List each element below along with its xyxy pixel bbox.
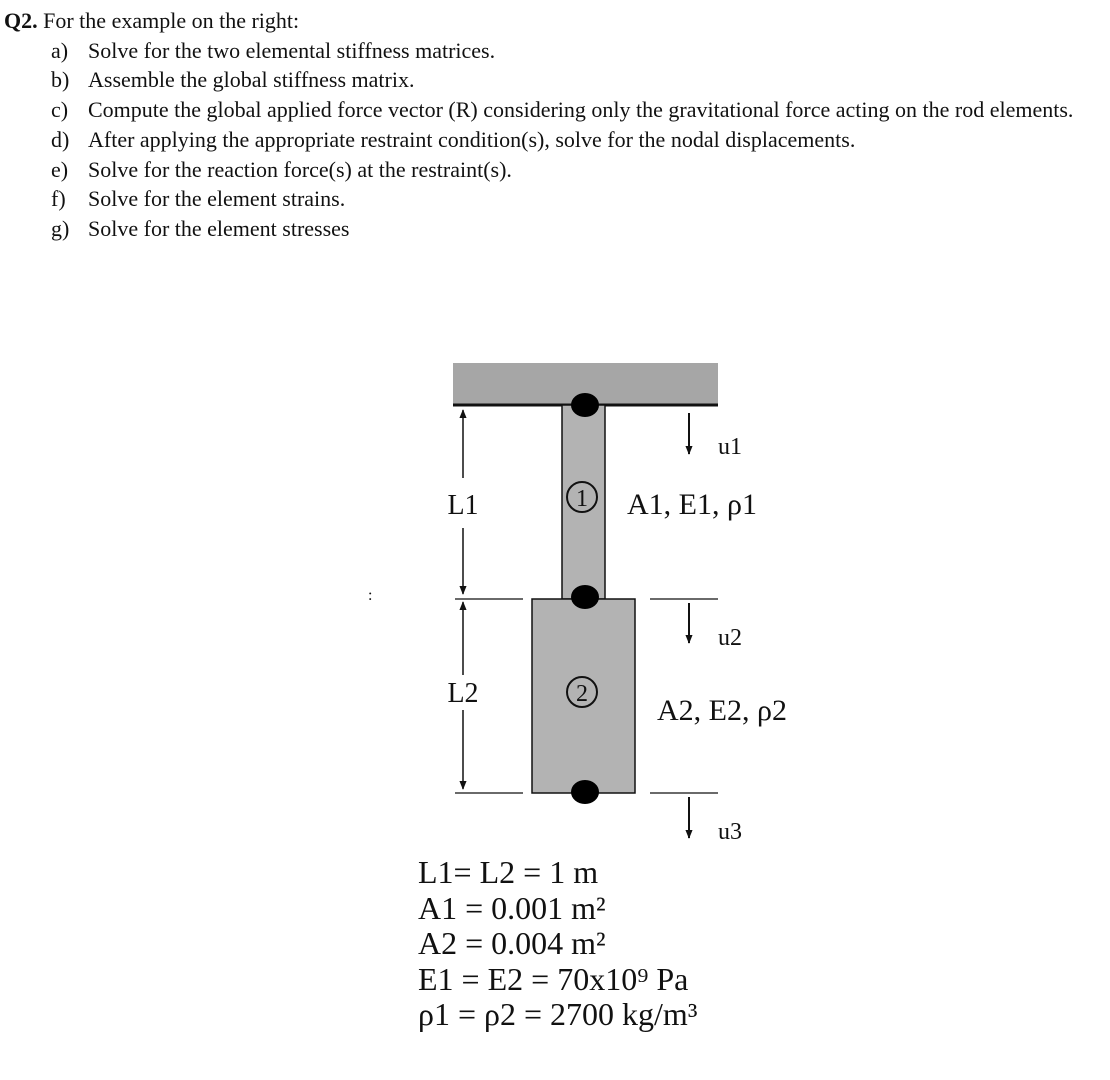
- element-1-circle: [566, 481, 598, 513]
- item-text: Solve for the element strains.: [88, 186, 346, 212]
- item-letter: c): [51, 97, 69, 123]
- element-2-number: 2: [576, 681, 588, 707]
- displacement-label-u2: u2: [718, 625, 742, 651]
- question-item-e: e) Solve for the reaction force(s) at th…: [4, 155, 1108, 185]
- item-letter: b): [51, 67, 70, 93]
- item-letter: d): [51, 126, 70, 152]
- dimension-label-l2: L2: [447, 678, 478, 709]
- node-3: [571, 780, 599, 804]
- displacement-label-u3: u3: [718, 819, 742, 845]
- item-letter: g): [51, 215, 70, 241]
- parameter-list: L1= L2 = 1 m A1 = 0.001 m² A2 = 0.004 m²…: [418, 854, 698, 1033]
- parameter-line: A1 = 0.001 m²: [418, 889, 606, 926]
- question-header: Q2. For the example on the right:: [4, 6, 1108, 36]
- item-text: Assemble the global stiffness matrix.: [88, 67, 415, 93]
- node-2: [571, 585, 599, 609]
- element-2-circle: [566, 676, 598, 708]
- element-1-properties: A1, E1, ρ1: [627, 488, 757, 521]
- question-item-f: f) Solve for the element strains.: [4, 184, 1108, 214]
- item-text: Solve for the two elemental stiffness ma…: [88, 37, 496, 63]
- element-1-number: 1: [576, 486, 588, 512]
- item-letter: f): [51, 186, 66, 212]
- item-text: After applying the appropriate restraint…: [88, 126, 856, 152]
- displacement-label-u1: u1: [718, 434, 742, 460]
- item-letter: e): [51, 156, 69, 182]
- item-text: Compute the global applied force vector …: [88, 97, 1074, 123]
- question-intro: For the example on the right:: [43, 8, 300, 33]
- dimension-label-l1: L1: [447, 490, 478, 521]
- parameter-line: A2 = 0.004 m²: [418, 925, 606, 961]
- question-item-d: d) After applying the appropriate restra…: [4, 125, 1108, 155]
- question-item-g: g) Solve for the element stresses: [4, 214, 1108, 244]
- node-1: [571, 393, 599, 417]
- question-number: Q2.: [4, 8, 38, 33]
- stray-mark: :: [368, 587, 372, 604]
- parameter-line: ρ1 = ρ2 = 2700 kg/m³: [418, 996, 698, 1032]
- parameter-line: L1= L2 = 1 m: [418, 854, 599, 890]
- question-item-c: c) Compute the global applied force vect…: [4, 95, 1108, 125]
- item-text: Solve for the element stresses: [88, 215, 350, 241]
- question-item-b: b) Assemble the global stiffness matrix.: [4, 65, 1108, 95]
- rod-element-2: [531, 598, 636, 794]
- parameter-line: E1 = E2 = 70x10⁹ Pa: [418, 960, 689, 997]
- item-letter: a): [51, 37, 69, 63]
- element-2-properties: A2, E2, ρ2: [657, 694, 787, 727]
- question-item-a: a) Solve for the two elemental stiffness…: [4, 36, 1108, 66]
- item-text: Solve for the reaction force(s) at the r…: [88, 156, 512, 182]
- question-block: Q2. For the example on the right: a) Sol…: [4, 6, 1108, 244]
